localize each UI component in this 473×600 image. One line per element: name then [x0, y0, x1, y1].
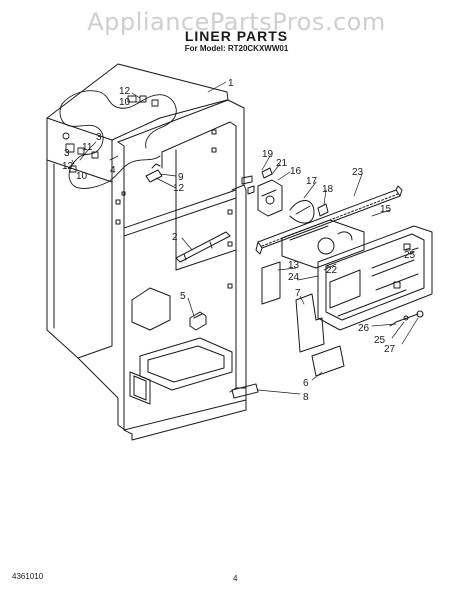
- callout-12-lower: 12: [62, 161, 74, 172]
- liner-cabinet: [46, 63, 253, 441]
- leader-lines: [71, 81, 419, 395]
- callout-6: 6: [303, 378, 309, 389]
- callout-12-right: 12: [173, 183, 185, 194]
- callout-24: 24: [288, 272, 300, 283]
- part-13-panel: [261, 261, 281, 305]
- callout-9: 9: [178, 172, 184, 183]
- page-title: LINER PARTS: [184, 28, 289, 44]
- fan-motor-assembly: [247, 167, 329, 224]
- callout-25-lower: 25: [374, 335, 386, 346]
- callout-21: 21: [276, 158, 288, 169]
- callout-4: 4: [110, 165, 116, 176]
- callout-1: 1: [228, 78, 234, 89]
- callout-10-upper: 10: [119, 97, 131, 108]
- callout-3-lower: 3: [64, 148, 70, 159]
- part-24-cover-plate: [281, 219, 365, 269]
- callout-22: 22: [326, 265, 338, 276]
- part-2-bracket: [175, 231, 231, 263]
- part-7-bracket: [295, 293, 325, 353]
- part-5-clip: [189, 311, 207, 331]
- callout-16: 16: [290, 166, 302, 177]
- callout-2: 2: [172, 232, 178, 243]
- callout-5: 5: [180, 291, 186, 302]
- callout-11: 11: [82, 142, 93, 153]
- page-number: 4: [233, 574, 238, 583]
- callout-labels: 1 12 10 3 11 3 4 12 10 9 12 19 21 16 17 …: [62, 78, 416, 403]
- callout-15: 15: [380, 204, 392, 215]
- callout-3-upper: 3: [96, 132, 102, 143]
- callout-19: 19: [262, 149, 274, 160]
- callout-8: 8: [303, 392, 309, 403]
- part-8-strip: [231, 383, 259, 399]
- wire-harness: [59, 90, 177, 189]
- callout-23: 23: [352, 167, 364, 178]
- callout-13: 13: [288, 260, 300, 271]
- part-6-bracket: [311, 345, 345, 377]
- callout-10-lower: 10: [76, 171, 88, 182]
- part-15-evaporator-cover: [317, 225, 433, 331]
- model-subtitle: For Model: RT20CKXWW01: [184, 44, 289, 53]
- document-number: 4361010: [12, 572, 44, 581]
- callout-26: 26: [358, 323, 370, 334]
- callout-12-upper: 12: [119, 86, 131, 97]
- callout-27: 27: [384, 344, 396, 355]
- callout-17: 17: [306, 176, 318, 187]
- site-watermark: AppliancePartsPros.com: [87, 8, 386, 36]
- callout-18: 18: [322, 184, 334, 195]
- callout-25-upper: 25: [404, 250, 416, 261]
- fastener-screws: [389, 247, 424, 327]
- callout-7: 7: [295, 288, 301, 299]
